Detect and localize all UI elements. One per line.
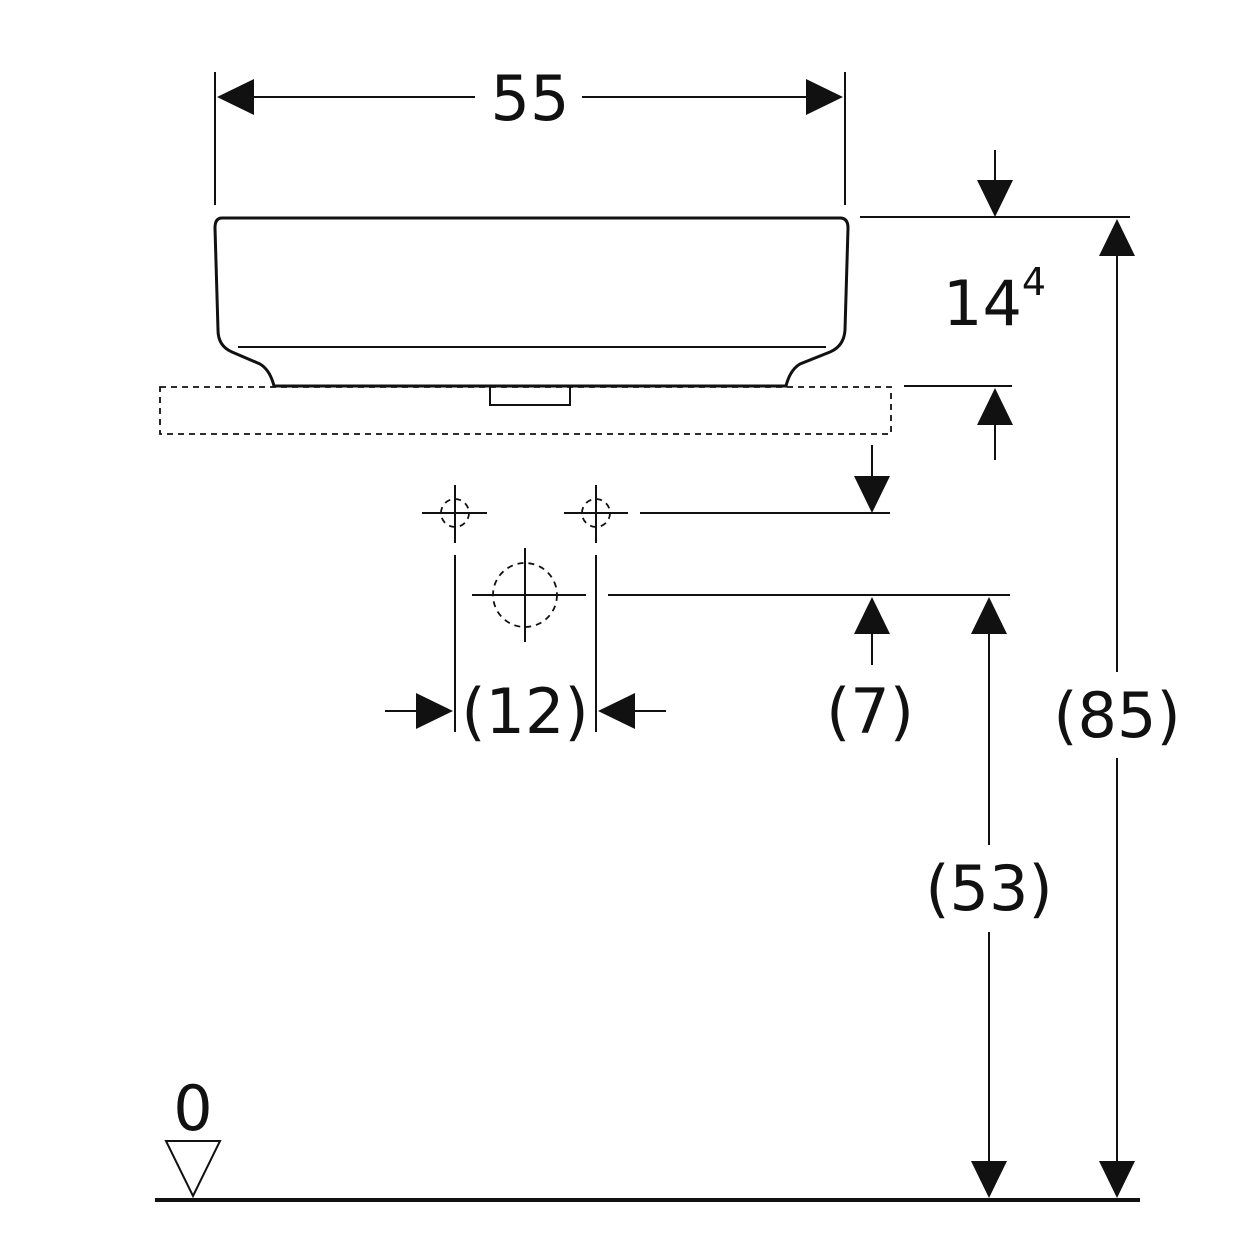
width-dimension [214, 72, 846, 205]
countertop-outline [159, 386, 892, 435]
basin-height-value: 14 [943, 267, 1022, 340]
basin-height-dimension [860, 150, 1130, 460]
width-label: 55 [491, 62, 570, 135]
basin-height-superscript: 4 [1022, 260, 1046, 304]
right-tap-symbol [564, 485, 628, 543]
left-tap-symbol [422, 485, 487, 543]
level-triangle-icon [164, 1140, 222, 1199]
drain-symbol [472, 548, 586, 642]
drain-offset-dimension [854, 445, 890, 665]
total-height-label: (85) [1053, 679, 1180, 752]
drain-height-dimension [971, 597, 1007, 1198]
basin-outline [213, 216, 850, 406]
total-height-dimension [1099, 219, 1135, 1198]
drain-height-label: (53) [925, 852, 1052, 925]
basin-height-label: 144 [943, 260, 1046, 340]
tap-spacing-label: (12) [461, 675, 588, 748]
floor-level-label: 0 [173, 1072, 212, 1145]
tap-spacing-dimension [385, 555, 666, 732]
drain-offset-label: (7) [826, 675, 914, 748]
